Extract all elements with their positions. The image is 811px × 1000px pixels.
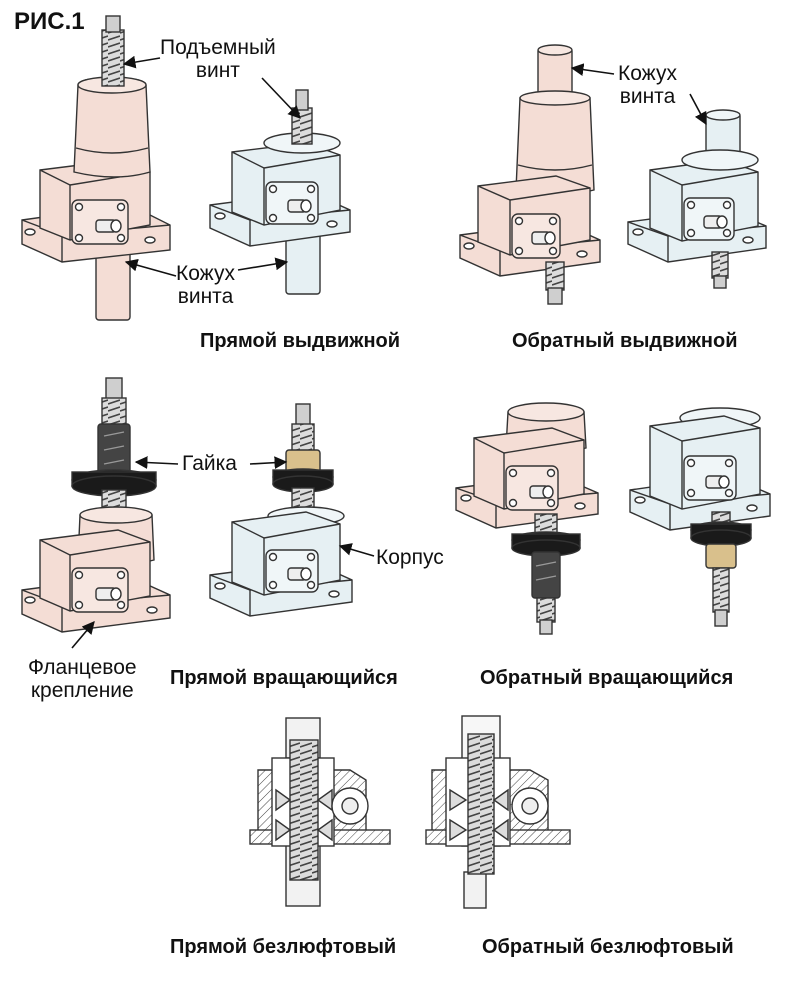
caption-inverted-anti-backlash: Обратный безлюфтовый: [482, 936, 734, 958]
lifting-screw-label: Подъемный винт: [160, 36, 276, 82]
figure-label: РИС.1: [14, 8, 85, 35]
caption-inverted-rotating: Обратный вращающийся: [480, 667, 734, 689]
inverted-translating-jack-large: [459, 44, 601, 305]
nut-label: Гайка: [182, 452, 237, 475]
caption-inverted-translating: Обратный выдвижной: [512, 330, 738, 352]
inverted-translating-jack-small: [627, 109, 767, 289]
caption-direct-rotating: Прямой вращающийся: [170, 667, 398, 689]
inverted-rotating-jack-large: [455, 402, 599, 635]
inverted-anti-backlash-section: [425, 715, 571, 909]
direct-rotating-jack-small: [209, 403, 353, 617]
inverted-rotating-jack-small: [629, 407, 771, 627]
screw-cover-label-top: Кожух винта: [618, 62, 677, 108]
flange-mount-label: Фланцевое крепление: [28, 656, 137, 702]
leader-arrows: [71, 55, 707, 649]
direct-rotating-jack-large: [21, 377, 171, 633]
screw-cover-label-left: Кожух винта: [176, 262, 235, 308]
caption-direct-translating: Прямой выдвижной: [200, 330, 401, 352]
caption-direct-anti-backlash: Прямой безлюфтовый: [170, 936, 397, 958]
direct-translating-jack-large: [21, 15, 171, 321]
housing-label: Корпус: [376, 546, 444, 569]
direct-translating-jack-small: [209, 89, 351, 295]
direct-anti-backlash-section: [249, 717, 391, 907]
